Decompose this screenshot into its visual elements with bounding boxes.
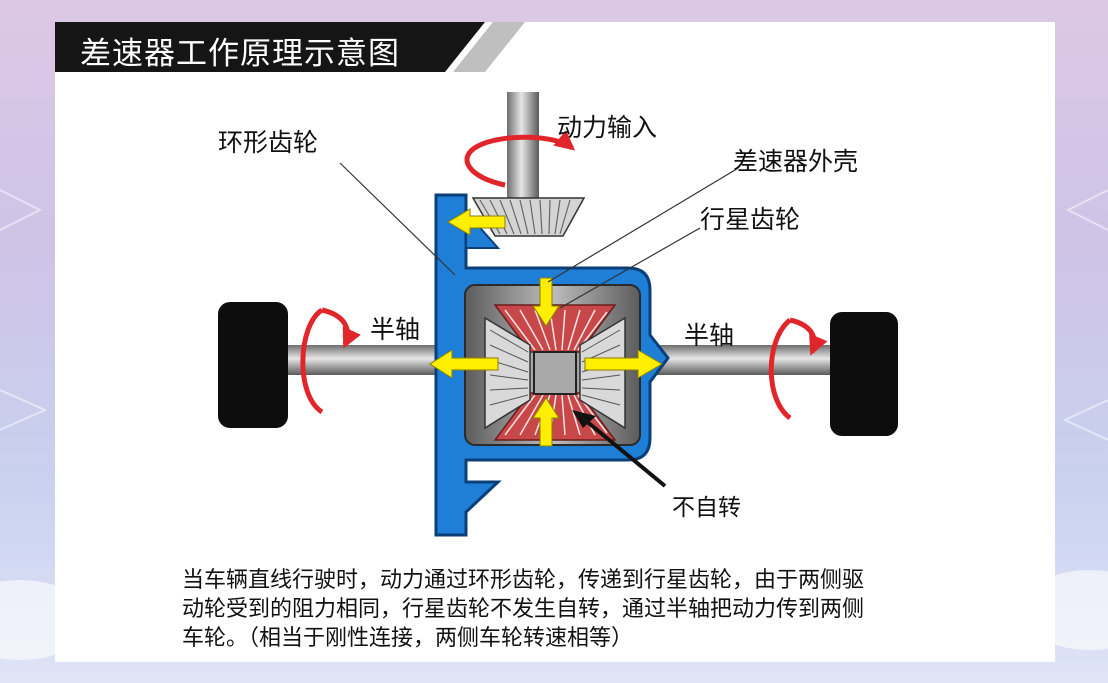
spider-center	[533, 351, 577, 395]
page-title: 差速器工作原理示意图	[80, 36, 400, 72]
caption-line-2: 动轮受到的阻力相同，行星齿轮不发生自转，通过半轴把动力传到两侧	[182, 597, 865, 622]
label-ring-gear: 环形齿轮	[218, 128, 319, 157]
force-arrow-ring	[447, 208, 506, 236]
leader-diff-case	[547, 169, 736, 283]
left-wheel-rotation-arrow	[300, 307, 324, 415]
label-half-shaft-right: 半轴	[684, 321, 735, 350]
input-shaft	[507, 92, 539, 202]
title-banner	[55, 22, 525, 72]
left-half-shaft	[280, 345, 450, 375]
left-wheel	[218, 302, 288, 428]
force-arrow-right	[584, 349, 663, 379]
right-wheel-rotation-arrow	[768, 318, 792, 421]
right-wheel	[830, 312, 898, 436]
explanation-caption: 当车辆直线行驶时，动力通过环形齿轮，传递到行星齿轮，由于两侧驱 动轮受到的阻力相…	[182, 566, 962, 653]
input-rotation-arrow	[464, 130, 576, 188]
force-arrow-left	[429, 349, 499, 379]
label-planet-gear: 行星齿轮	[700, 205, 801, 234]
right-wheel-rotation-arrowhead	[789, 317, 828, 356]
caption-line-1: 当车辆直线行驶时，动力通过环形齿轮，传递到行星齿轮，由于两侧驱	[182, 568, 865, 593]
left-wheel-rotation-arrowhead	[321, 307, 361, 349]
leader-no-rotation-head	[572, 410, 596, 428]
label-no-rotation: 不自转	[672, 495, 741, 521]
label-power-input: 动力输入	[557, 113, 658, 142]
label-diff-case: 差速器外壳	[733, 147, 859, 176]
force-arrow-down	[532, 277, 560, 327]
force-arrow-up	[532, 397, 560, 447]
caption-line-3: 车轮。（相当于刚性连接，两侧车轮转速相等）	[182, 626, 634, 651]
side-gear-left	[484, 316, 531, 430]
leader-no-rotation	[583, 418, 667, 488]
leader-ring-gear	[339, 162, 456, 276]
side-gear-right	[579, 316, 626, 430]
label-half-shaft-left: 半轴	[370, 315, 421, 344]
leader-planet-gear	[559, 227, 701, 309]
